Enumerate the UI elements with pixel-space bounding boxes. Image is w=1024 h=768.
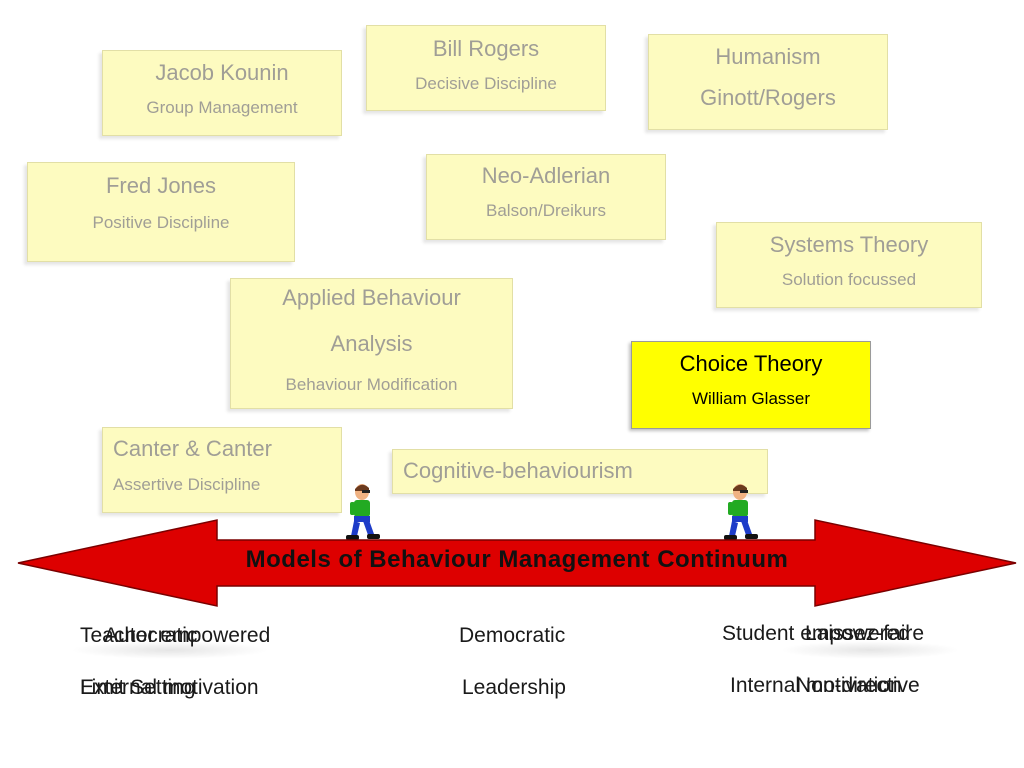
model-subtitle: Assertive Discipline bbox=[113, 475, 261, 494]
model-subtitle: Solution focussed bbox=[781, 270, 917, 289]
walking-figure-right-icon bbox=[724, 484, 758, 540]
walking-figure-left-icon bbox=[346, 484, 380, 540]
model-title-line2: Analysis bbox=[330, 331, 413, 356]
model-subtitle: Group Management bbox=[146, 98, 298, 117]
continuum-title: Models of Behaviour Management Continuum bbox=[245, 546, 789, 573]
center-label-democratic: Democratic bbox=[459, 624, 566, 647]
left-label-limit-setting: Limit Setting bbox=[80, 676, 196, 699]
model-box-cognitive-behaviourism: Cognitive-behaviourism bbox=[392, 449, 768, 494]
left-label-teacher-empowered: Teacher empowered bbox=[80, 624, 271, 647]
model-box-canter: Canter & Canter Assertive Discipline bbox=[102, 427, 342, 513]
model-title-line1: Applied Behaviour bbox=[282, 285, 461, 310]
model-box-neo-adlerian: Neo-Adlerian Balson/Dreikurs bbox=[426, 154, 666, 240]
right-label-non-directive: Non-directive bbox=[796, 674, 920, 697]
model-title: Jacob Kounin bbox=[155, 60, 289, 85]
left-label-external-motivation: External motivation bbox=[80, 676, 259, 699]
right-label-student-empowered: Student empowered bbox=[722, 622, 910, 645]
right-label-internal-motivation: Internal motivation bbox=[730, 674, 902, 697]
model-box-choice-theory: Choice Theory William Glasser bbox=[631, 341, 871, 429]
continuum-double-arrow bbox=[17, 519, 1017, 607]
model-title: Neo-Adlerian bbox=[481, 163, 611, 188]
left-label-autocratic: Autocratic bbox=[104, 624, 198, 647]
model-subtitle: Behaviour Modification bbox=[285, 375, 458, 394]
model-box-kounin: Jacob Kounin Group Management bbox=[102, 50, 342, 136]
model-title: Systems Theory bbox=[769, 232, 929, 257]
model-subtitle: Positive Discipline bbox=[92, 213, 230, 232]
model-title: Bill Rogers bbox=[432, 36, 540, 61]
model-box-humanism: Humanism Ginott/Rogers bbox=[648, 34, 888, 130]
right-label-shadow bbox=[780, 641, 960, 659]
model-title: Canter & Canter bbox=[113, 436, 272, 461]
model-box-systems-theory: Systems Theory Solution focussed bbox=[716, 222, 982, 308]
model-box-bill-rogers: Bill Rogers Decisive Discipline bbox=[366, 25, 606, 111]
model-subtitle: Decisive Discipline bbox=[415, 74, 557, 93]
right-label-laissez-faire: Laissez-faire bbox=[805, 622, 925, 645]
model-subtitle: Ginott/Rogers bbox=[700, 85, 836, 110]
center-label-leadership: Leadership bbox=[462, 676, 566, 699]
model-title: Humanism bbox=[715, 44, 821, 69]
continuum-arrow-shape bbox=[17, 519, 1017, 607]
model-subtitle: William Glasser bbox=[691, 389, 811, 408]
model-title: Choice Theory bbox=[679, 351, 823, 376]
model-title: Fred Jones bbox=[105, 173, 217, 198]
model-title: Cognitive-behaviourism bbox=[403, 458, 633, 483]
left-label-shadow bbox=[70, 641, 270, 659]
model-box-fred-jones: Fred Jones Positive Discipline bbox=[27, 162, 295, 262]
model-subtitle: Balson/Dreikurs bbox=[486, 201, 606, 220]
model-box-applied-behaviour-analysis: Applied Behaviour Analysis Behaviour Mod… bbox=[230, 278, 513, 409]
